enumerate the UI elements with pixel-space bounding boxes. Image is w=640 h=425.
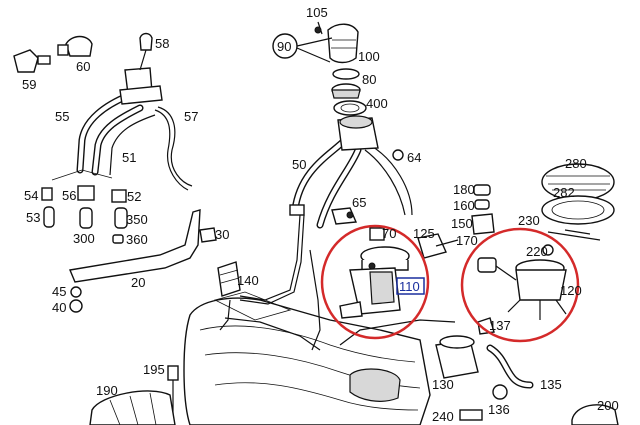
highlight-circle-fuel-pump (320, 224, 430, 340)
label-240: 240 (432, 409, 454, 424)
part-labels: 105 90 100 80 400 58 59 60 55 57 51 50 6… (22, 5, 619, 424)
label-50: 50 (292, 157, 306, 172)
label-52: 52 (127, 189, 141, 204)
seal-stack (471, 184, 495, 235)
label-30: 30 (215, 227, 229, 242)
clip-parts (13, 35, 93, 73)
label-350: 350 (126, 212, 148, 227)
label-150: 150 (451, 216, 473, 231)
label-60: 60 (76, 59, 90, 74)
label-360: 360 (126, 232, 148, 247)
sender-unit-120 (477, 244, 567, 320)
label-65: 65 (352, 195, 366, 210)
corner-part-200 (571, 404, 619, 425)
label-80: 80 (362, 72, 376, 87)
label-135: 135 (540, 377, 562, 392)
bottom-right-parts (435, 317, 534, 421)
label-45: 45 (52, 284, 66, 299)
label-110: 110 (399, 279, 420, 294)
highlight-circle-sender (460, 227, 580, 343)
fittings-row (41, 169, 128, 244)
middle-parts (331, 149, 459, 259)
locking-ring (541, 163, 615, 241)
label-53: 53 (26, 210, 40, 225)
label-140: 140 (237, 273, 259, 288)
label-20: 20 (131, 275, 145, 290)
label-280: 280 (565, 156, 587, 171)
label-125: 125 (413, 226, 435, 241)
label-190: 190 (96, 383, 118, 398)
small-parts-left (69, 261, 241, 313)
fuel-lines (219, 214, 456, 351)
label-195: 195 (143, 362, 165, 377)
label-282: 282 (553, 185, 575, 200)
fuel-pump-module-110 (339, 246, 410, 319)
label-170: 170 (456, 233, 478, 248)
label-230: 230 (518, 213, 540, 228)
label-400: 400 (366, 96, 388, 111)
label-136: 136 (488, 402, 510, 417)
label-160: 160 (453, 198, 475, 213)
label-70: 70 (382, 226, 396, 241)
label-180: 180 (453, 182, 475, 197)
filler-neck-assembly (289, 115, 413, 229)
label-90: 90 (277, 39, 291, 54)
label-100: 100 (358, 49, 380, 64)
label-57: 57 (184, 109, 198, 124)
filler-cap-stack (272, 21, 367, 116)
label-55: 55 (55, 109, 69, 124)
label-51: 51 (122, 150, 136, 165)
vent-valve (124, 32, 153, 95)
label-120: 120 (560, 283, 582, 298)
label-56: 56 (62, 188, 76, 203)
label-64: 64 (407, 150, 421, 165)
label-200: 200 (597, 398, 619, 413)
tank-strap (69, 209, 217, 283)
label-300: 300 (73, 231, 95, 246)
label-105: 105 (306, 5, 328, 20)
label-130: 130 (432, 377, 454, 392)
vent-hose-assembly (76, 85, 193, 191)
label-59: 59 (22, 77, 36, 92)
label-40: 40 (52, 300, 66, 315)
label-58: 58 (155, 36, 169, 51)
callout-box-110 (396, 277, 425, 295)
fuel-tank (183, 291, 431, 425)
label-220: 220 (526, 244, 548, 259)
label-54: 54 (24, 188, 38, 203)
bottom-left-parts (89, 365, 179, 425)
label-137: 137 (489, 318, 511, 333)
